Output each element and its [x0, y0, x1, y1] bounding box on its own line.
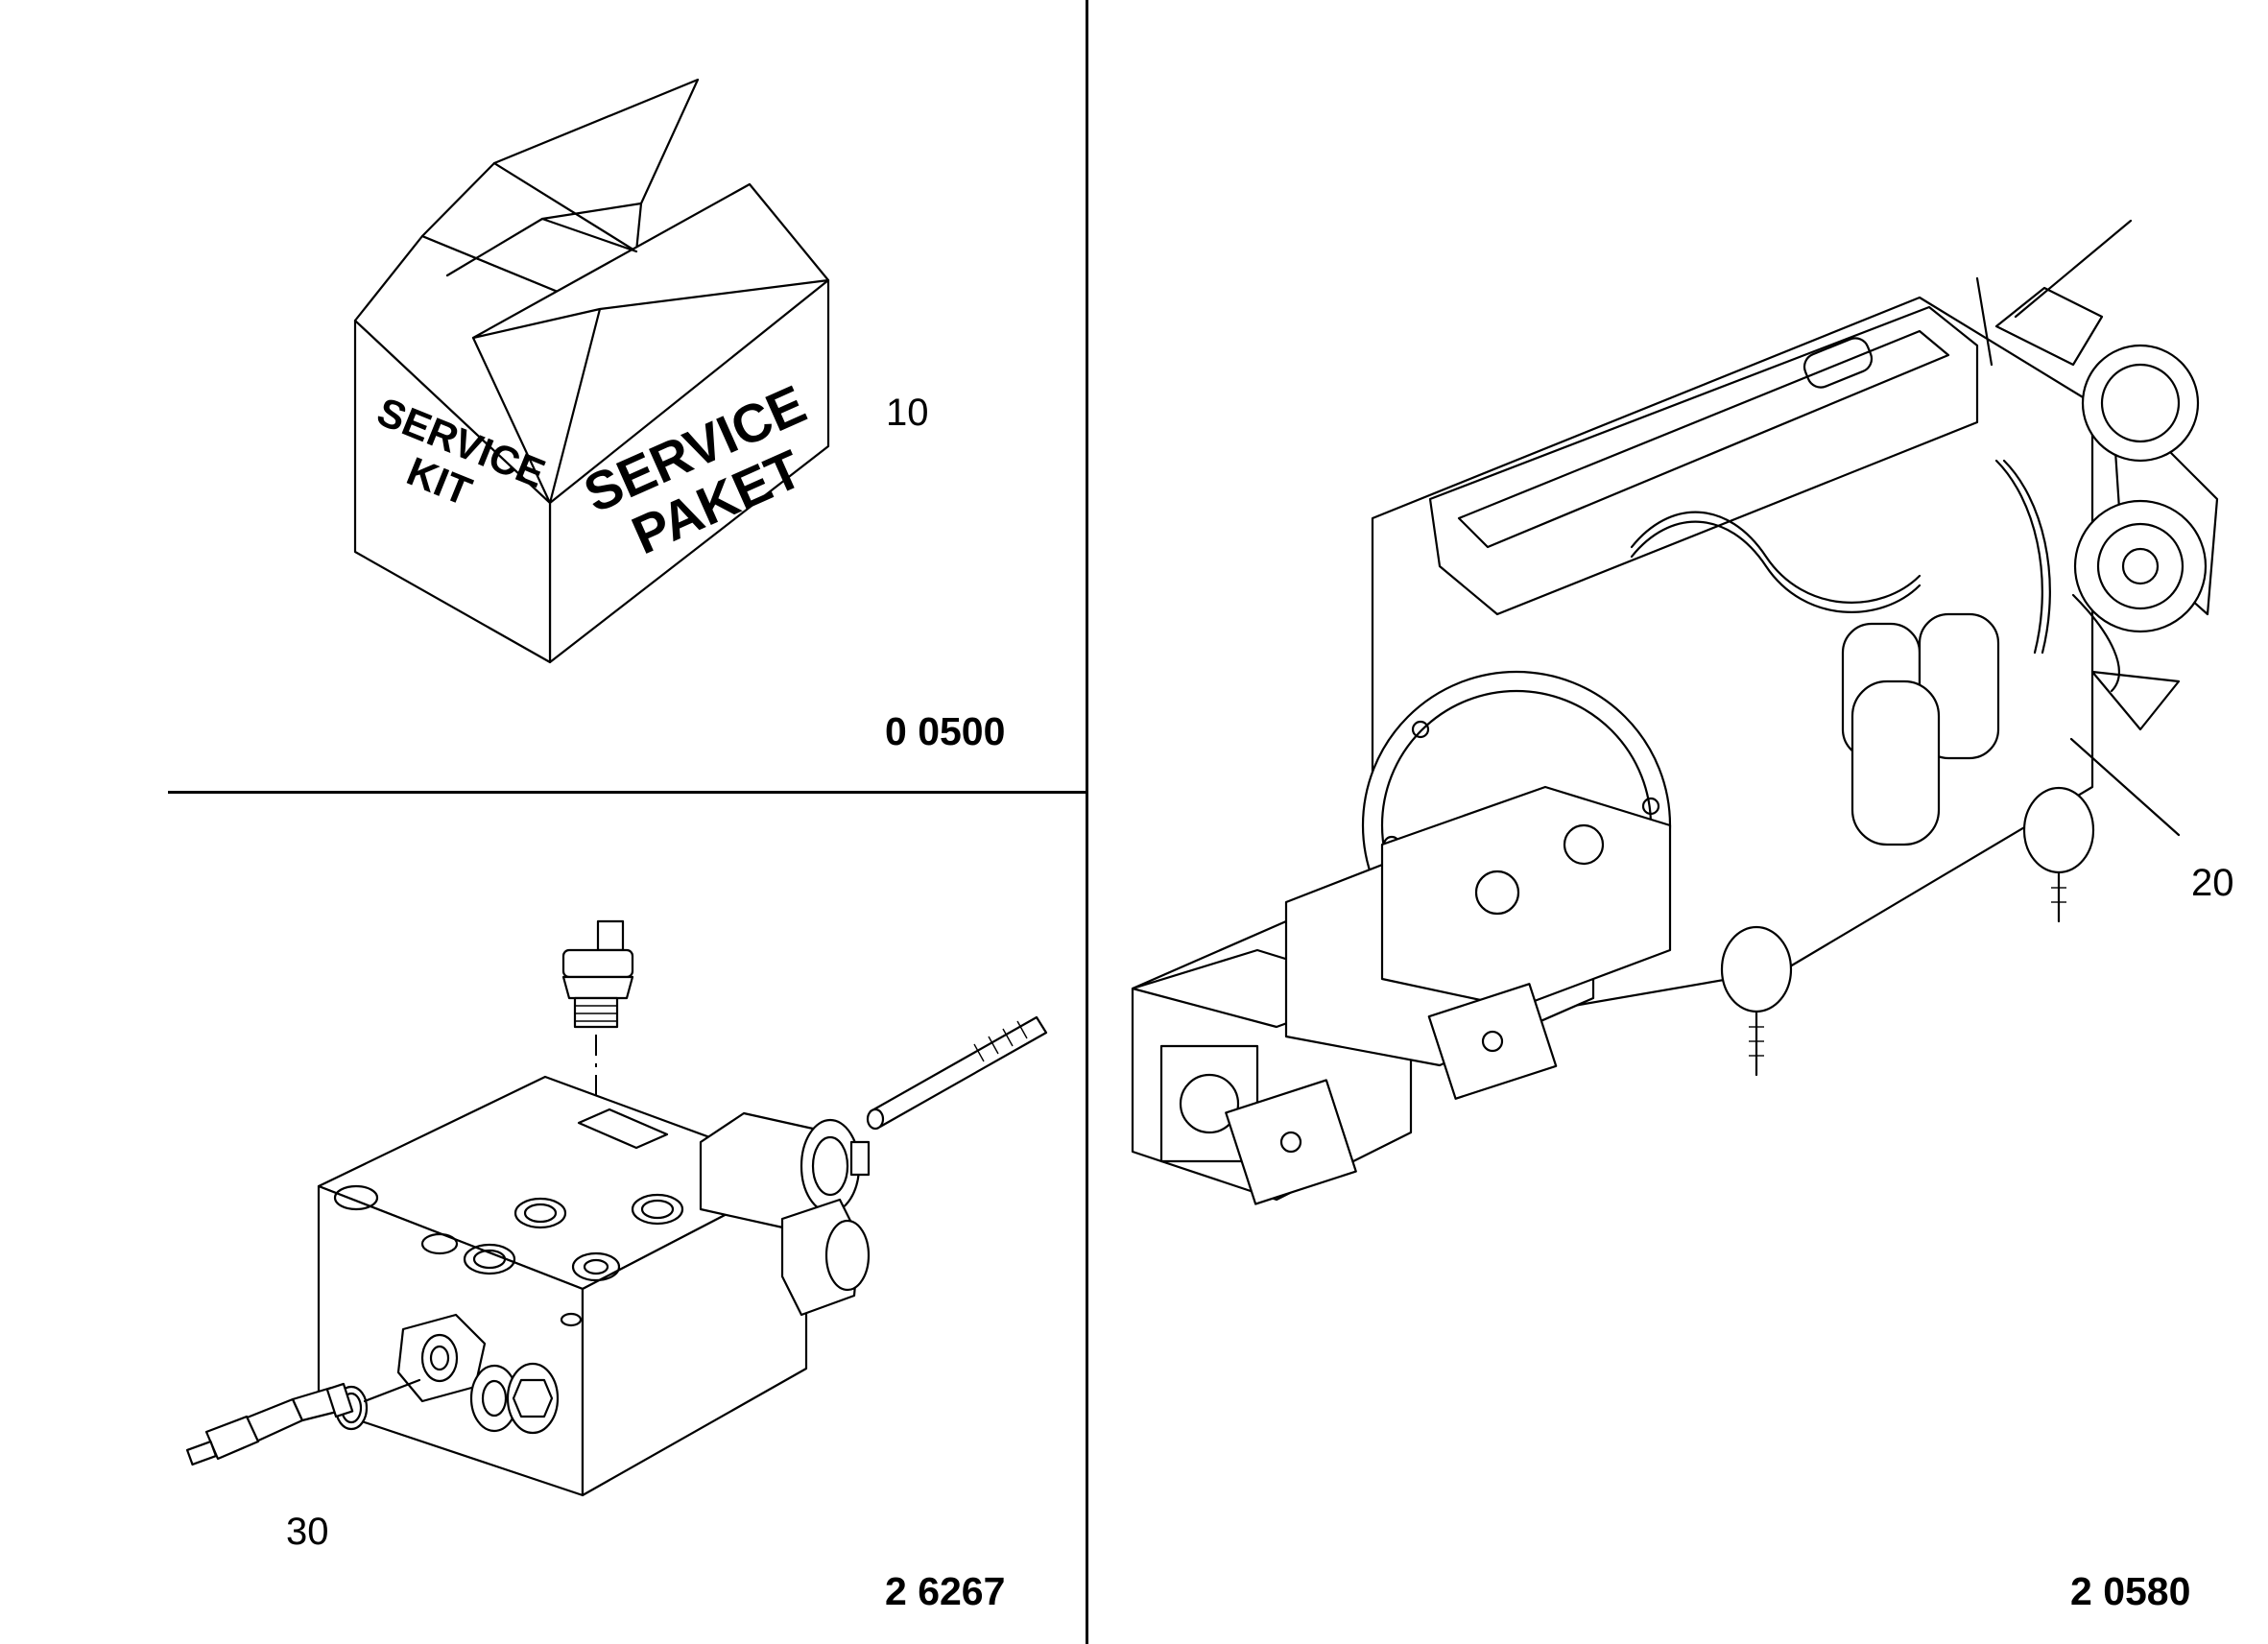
section-code-engine: 2 0580 [2070, 1569, 2191, 1613]
pressure-switch-top [561, 919, 634, 1029]
engine-mount-left [1720, 925, 1793, 1077]
section-code-valve-block: 2 6267 [885, 1569, 1006, 1613]
pressure-switch-bottom [185, 1382, 354, 1466]
engine-assembly-illustration [1131, 219, 2219, 1205]
section-code-service-kit: 0 0500 [885, 709, 1006, 753]
horizontal-divider [168, 791, 1086, 794]
fuel-filters [1841, 612, 2000, 846]
callout-30: 30 [286, 1511, 329, 1553]
crank-pulley [2081, 344, 2200, 463]
callout-10: 10 [886, 392, 929, 434]
valve-block-illustration [185, 919, 1048, 1497]
water-pump-pulley [2073, 499, 2208, 633]
solenoid-cartridge-lower [780, 1198, 871, 1317]
solenoid-cartridge-upper [699, 1111, 871, 1230]
valve-stud [866, 1015, 1048, 1131]
engine-mount-right [2022, 786, 2095, 923]
callout-20: 20 [2191, 862, 2234, 904]
vertical-divider [1086, 0, 1088, 1644]
hydraulic-pump-rear [1284, 785, 1672, 1067]
callout-20-leader [2069, 737, 2181, 837]
valve-cover [1428, 305, 1979, 616]
service-kit-box-illustration: SERVICE KIT SERVICE PAKET [353, 78, 830, 664]
